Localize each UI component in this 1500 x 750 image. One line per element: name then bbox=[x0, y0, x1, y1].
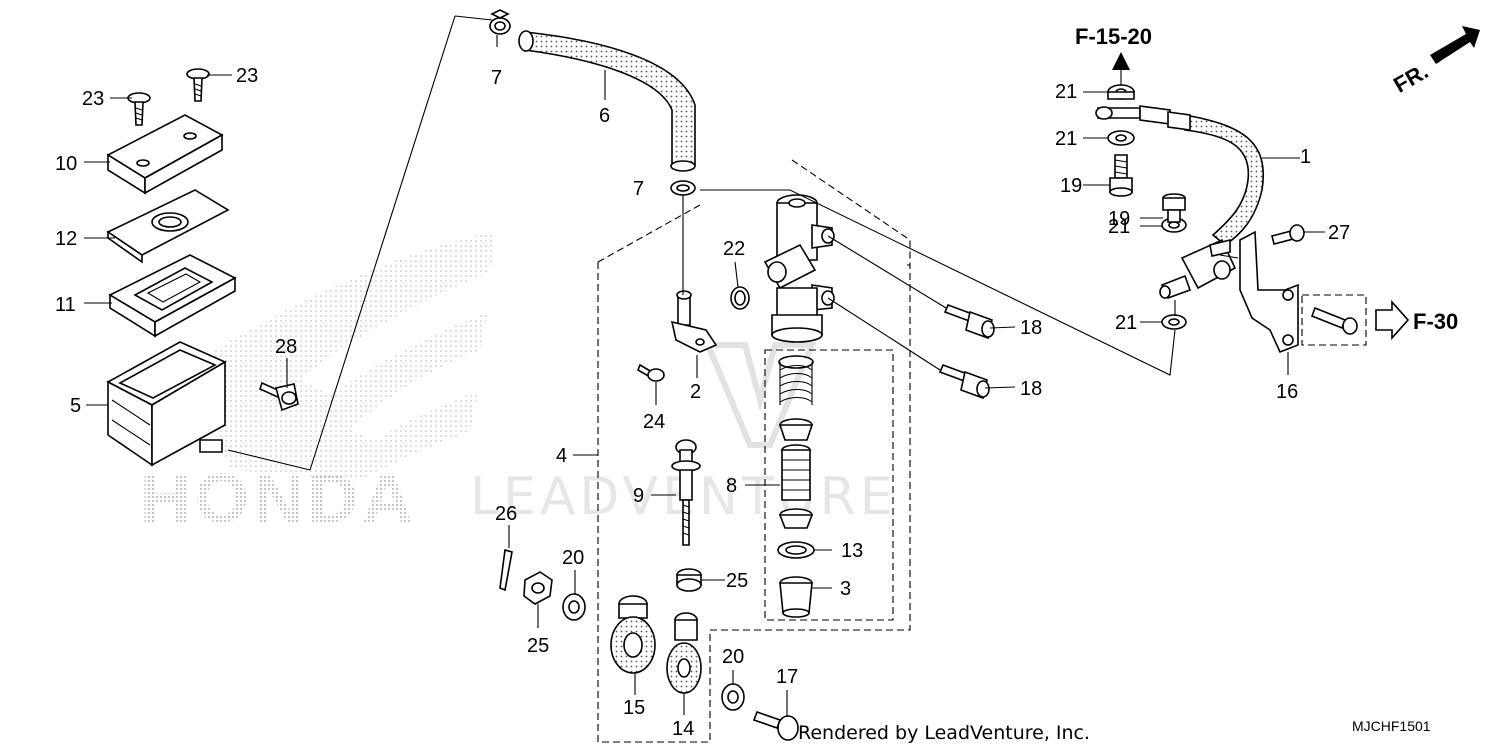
hose-clip-7b bbox=[670, 180, 696, 196]
callout-20a: 20 bbox=[562, 547, 584, 569]
callout-2: 2 bbox=[690, 381, 701, 403]
callout-18a: 18 bbox=[1020, 317, 1042, 339]
joint-14 bbox=[666, 612, 702, 694]
hose-bracket-16 bbox=[1219, 230, 1299, 354]
diaphragm-plate-12 bbox=[106, 189, 230, 264]
brand-wordmark: HONDA bbox=[140, 459, 417, 537]
joint-15 bbox=[610, 595, 656, 674]
front-label: FR. bbox=[1389, 58, 1432, 97]
ref-f15-20: F-15-20 bbox=[1075, 24, 1152, 49]
ref-f30: F-30 bbox=[1413, 309, 1458, 334]
callout-12: 12 bbox=[55, 228, 77, 250]
callout-18b: 18 bbox=[1020, 378, 1042, 400]
callout-9: 9 bbox=[633, 485, 644, 507]
callout-23a: 23 bbox=[82, 88, 104, 110]
callout-21c: 21 bbox=[1108, 216, 1130, 238]
f30-bolt bbox=[1301, 294, 1367, 346]
callout-1: 1 bbox=[1300, 146, 1311, 168]
callout-22: 22 bbox=[723, 238, 745, 260]
push-rod-9 bbox=[671, 439, 701, 546]
callout-25a: 25 bbox=[527, 635, 549, 657]
oil-bolt-19a bbox=[1109, 154, 1133, 197]
nut-25b bbox=[523, 571, 553, 605]
hose-joint-fitting bbox=[1159, 238, 1237, 300]
callout-24: 24 bbox=[643, 411, 665, 433]
callout-16: 16 bbox=[1276, 381, 1298, 403]
screw-23b bbox=[186, 68, 210, 102]
credit-text: Rendered by LeadVenture, Inc. bbox=[798, 722, 1090, 744]
callout-4: 4 bbox=[556, 445, 567, 467]
callout-25b: 25 bbox=[726, 570, 748, 592]
bolt-18b bbox=[938, 363, 990, 400]
master-cylinder-body-4 bbox=[763, 194, 835, 343]
diagram-code: MJCHF1501 bbox=[1352, 718, 1431, 734]
piston-kit-box-8 bbox=[764, 349, 894, 621]
callout-19a: 19 bbox=[1060, 175, 1082, 197]
screw-24 bbox=[637, 363, 665, 382]
callout-3: 3 bbox=[840, 578, 851, 600]
piston-spring bbox=[778, 355, 814, 405]
callout-21d: 21 bbox=[1115, 312, 1137, 334]
piston-cup-b bbox=[778, 508, 814, 529]
washer-20a bbox=[562, 593, 586, 621]
boot-3 bbox=[779, 576, 813, 618]
callout-20b: 20 bbox=[722, 646, 744, 668]
callout-8: 8 bbox=[726, 475, 737, 497]
washer-21a bbox=[1107, 84, 1135, 100]
bolt-17 bbox=[752, 710, 799, 741]
callout-7a: 7 bbox=[491, 67, 502, 89]
screw-23a bbox=[127, 92, 151, 126]
f15-arrow bbox=[1112, 52, 1130, 85]
o-ring-22 bbox=[730, 286, 750, 310]
assembly-box-4-top bbox=[791, 159, 911, 265]
callout-7b: 7 bbox=[633, 178, 644, 200]
hose-joint-2 bbox=[670, 290, 718, 353]
washer-21d bbox=[1161, 314, 1187, 330]
diaphragm-11 bbox=[108, 254, 237, 338]
piston bbox=[781, 444, 811, 501]
callout-21a: 21 bbox=[1055, 81, 1077, 103]
piston-cup-a bbox=[778, 418, 814, 441]
front-direction-arrow bbox=[1430, 26, 1480, 64]
callout-6: 6 bbox=[599, 105, 610, 127]
reservoir-hose-6 bbox=[518, 30, 696, 172]
leader-lines bbox=[84, 15, 1325, 716]
cotter-pin-26 bbox=[499, 548, 513, 592]
callout-21b: 21 bbox=[1055, 128, 1077, 150]
callout-26: 26 bbox=[495, 503, 517, 525]
callout-17: 17 bbox=[776, 666, 798, 688]
circlip-13 bbox=[777, 541, 815, 559]
callout-5: 5 bbox=[70, 395, 81, 417]
callout-23b: 23 bbox=[236, 65, 258, 87]
callout-28: 28 bbox=[275, 336, 297, 358]
bolt-28 bbox=[259, 381, 299, 412]
callout-14: 14 bbox=[672, 718, 694, 740]
callout-11: 11 bbox=[55, 294, 76, 316]
oil-bolt-19b bbox=[1162, 193, 1186, 223]
bolt-18a bbox=[943, 303, 995, 340]
f30-arrow bbox=[1375, 299, 1410, 341]
bolt-27 bbox=[1271, 224, 1305, 245]
hose-clip-7a bbox=[489, 9, 511, 35]
callout-15: 15 bbox=[623, 697, 645, 719]
brake-hose-1 bbox=[1095, 105, 1265, 246]
callout-13: 13 bbox=[841, 540, 863, 562]
washer-21b bbox=[1107, 130, 1135, 146]
callout-19b: 19 bbox=[1108, 208, 1130, 230]
callout-10: 10 bbox=[55, 153, 77, 175]
reservoir-cap-10 bbox=[106, 114, 224, 195]
callout-27: 27 bbox=[1328, 222, 1350, 244]
washer-20b bbox=[721, 683, 745, 711]
reservoir-5 bbox=[106, 341, 227, 467]
honda-wing-logo: HONDA bbox=[140, 232, 495, 537]
watermark-logo bbox=[703, 342, 817, 448]
nut-25a bbox=[676, 568, 702, 592]
